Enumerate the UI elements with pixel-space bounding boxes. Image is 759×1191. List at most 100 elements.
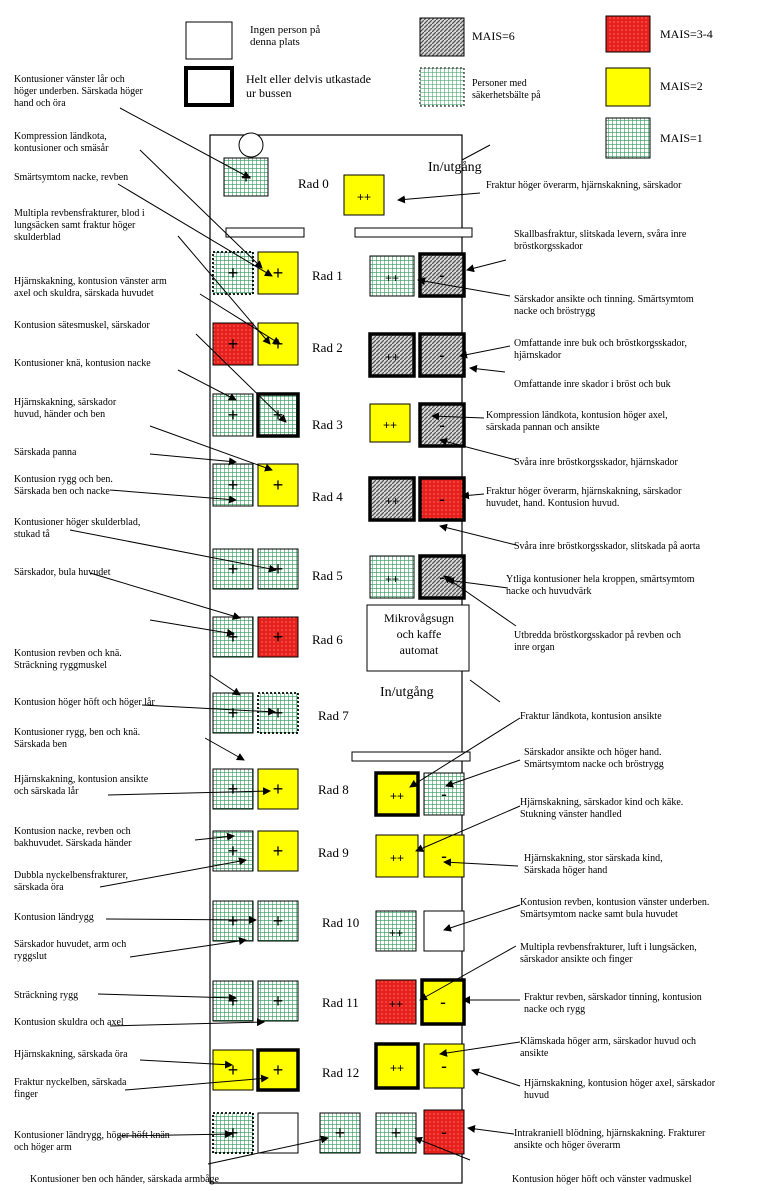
seat-r10c: ++ [375, 910, 417, 952]
seat-symbol: + [273, 334, 284, 354]
seat-r4b: + [257, 463, 299, 507]
annotation: Kontusioner ländrygg, höger höft knän oc… [14, 1130, 170, 1153]
row-label-11: Rad 11 [322, 995, 359, 1010]
seat-r3c: ++ [369, 403, 411, 443]
annotation: Hjärnskakning, kontusion ansikte och sär… [14, 774, 149, 797]
annotation-arrow [469, 364, 506, 373]
annotation: Hjärnskakning, särskador kind och käke. … [520, 797, 684, 820]
front-divider-right [354, 227, 473, 238]
seat-box [423, 772, 465, 816]
annotation-arrow [69, 529, 277, 573]
entrance-top-label: In/utgång [428, 160, 482, 175]
seat-symbol: + [228, 779, 239, 799]
annotation: Kontusion skuldra och axel [14, 1017, 124, 1028]
annotation-arrow [177, 235, 271, 345]
steering-wheel [238, 132, 264, 158]
seat-r13c: + [319, 1112, 361, 1154]
legend-mais1-box [605, 117, 651, 159]
seat-symbol: + [228, 703, 239, 723]
seat-symbol: + [228, 405, 239, 425]
annotation-arrow [467, 1124, 515, 1135]
seat-symbol: + [228, 1060, 239, 1080]
seat-r6b: + [257, 616, 299, 658]
annotation: Kontusion revben och knä. Sträckning ryg… [14, 648, 122, 671]
entrance-mid-line [469, 679, 501, 703]
legend-mais34-box [605, 15, 651, 53]
arrows [69, 107, 521, 1165]
seat-r1b: + [257, 251, 299, 295]
annotation-arrow [99, 857, 247, 888]
seat-symbol: + [228, 841, 239, 861]
seat-symbol: + [273, 263, 284, 283]
annotation-arrow [117, 1130, 233, 1139]
annotation-arrow [459, 345, 511, 359]
seat-r10d [423, 910, 465, 952]
annotation: Fraktur revben, särskador tinning, kontu… [524, 992, 702, 1015]
seat-r1c: ++ [369, 255, 415, 297]
seat-symbol: + [228, 1123, 239, 1143]
seat-symbol: - [441, 784, 447, 804]
legend-thrown-label: Helt eller delvis utkastade ur bussen [246, 72, 371, 100]
annotation: Särskador huvudet, arm och ryggslut [14, 939, 127, 962]
annotation-arrow [194, 832, 235, 841]
seat-r5b: + [257, 548, 299, 590]
row-label-8: Rad 8 [318, 782, 349, 797]
seat-symbol: + [273, 405, 284, 425]
annotation-arrow [139, 149, 263, 269]
legend-mais6-box [419, 17, 465, 57]
annotation: Kontusion höger höft och vänster vadmusk… [512, 1174, 692, 1185]
seat-r8a: + [212, 768, 254, 810]
seat-symbol: + [228, 911, 239, 931]
seat-symbol: - [439, 415, 445, 435]
rear-divider [351, 751, 471, 762]
annotation-arrow [207, 1135, 329, 1165]
row-label-6: Rad 6 [312, 632, 343, 647]
seat-r2b: + [257, 322, 299, 366]
annotation: Ytliga kontusioner hela kroppen, smärtsy… [506, 574, 695, 597]
annotation: Hjärnskakning, kontusion höger axel, sär… [524, 1078, 716, 1101]
annotation-arrow [445, 759, 521, 788]
annotation-arrow [177, 369, 237, 401]
seat-box [212, 548, 254, 590]
seat-box [257, 1112, 299, 1154]
annotation-arrow [439, 1041, 521, 1057]
annotation: Hjärnskakning, särskada öra [14, 1049, 128, 1060]
seat-box [256, 392, 300, 438]
seat-box [212, 768, 254, 810]
annotation: Utbredda bröstkorgsskador på revben och … [514, 630, 681, 653]
seat-r5c: ++ [369, 555, 415, 599]
annotation: Smärtsymtom nacke, revben [14, 172, 129, 183]
annotation: Hjärnskakning, kontusion vänster arm axe… [14, 276, 167, 299]
annotation: Sträckning rygg [14, 990, 79, 1001]
annotation: Kontusioner ben och händer, särskada arm… [30, 1174, 219, 1185]
seat-r10b: + [257, 900, 299, 942]
annotation: Klämskada höger arm, särskador huvud och… [520, 1036, 697, 1059]
seat-r13a: + [212, 1112, 254, 1154]
seat-r8d: - [423, 772, 465, 816]
seat-symbol: ++ [357, 190, 371, 204]
annotation: Särskada panna [14, 447, 77, 458]
annotation: Kontusion nacke, revben och bakhuvudet. … [14, 826, 132, 849]
annotation-arrow [119, 107, 251, 179]
annotation-arrow [466, 259, 507, 273]
seat-r0a: + [223, 157, 269, 197]
seat-r9c: ++ [375, 834, 419, 878]
annotation: Multipla revbensfrakturer, luft i lungsä… [520, 942, 697, 965]
row-label-5: Rad 5 [312, 568, 343, 583]
row-label-7: Rad 7 [318, 708, 349, 723]
seat-r4c: ++ [368, 476, 416, 522]
annotation: Kontusion höger höft och höger lår [14, 697, 155, 708]
seat-box [257, 548, 299, 590]
seat-symbol: + [228, 475, 239, 495]
seat-symbol: + [273, 779, 284, 799]
annotation: Särskador, bula huvudet [14, 567, 111, 578]
front-divider-left [225, 227, 305, 238]
seat-symbol: + [228, 627, 239, 647]
annotation-arrow [461, 491, 485, 500]
seat-r12c: ++ [374, 1042, 420, 1090]
seat-box [257, 900, 299, 942]
legend-empty-box [185, 21, 233, 60]
annotation-arrow [471, 1068, 521, 1087]
legend-belt-label: Personer med säkerhetsbälte på [472, 78, 541, 101]
row-label-2: Rad 2 [312, 340, 343, 355]
